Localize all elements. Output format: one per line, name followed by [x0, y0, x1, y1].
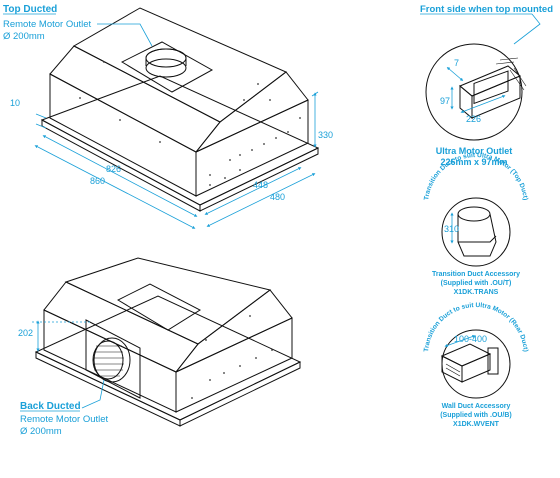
- top-unit-dimensions: 10 330 826 860 448 480: [10, 91, 333, 229]
- dim-wall-duct: 100-400: [454, 334, 487, 344]
- dim-outer-depth: 480: [270, 192, 285, 202]
- back-outlet-label: Remote Motor Outlet: [20, 414, 109, 425]
- top-ducted-hood: [40, 7, 320, 212]
- front-side-detail: 7 97 226: [425, 43, 527, 141]
- wall-arc-text: Transition Duct to suit Ultra Motor (Rea…: [423, 302, 529, 352]
- dim-outer-width: 860: [90, 176, 105, 186]
- dim-flange: 10: [10, 98, 20, 108]
- wall-caption-1: Wall Duct Accessory: [442, 403, 511, 410]
- front-caption-2: 226mm x 97mm: [440, 157, 507, 167]
- top-outlet-label: Remote Motor Outlet: [3, 19, 92, 30]
- wall-caption-3: X1DK.WVENT: [453, 421, 500, 428]
- back-ducted-title: Back Ducted: [20, 401, 81, 412]
- back-unit-dimensions: 202: [18, 320, 90, 352]
- wall-caption-2: (Supplied with .OU/B): [440, 412, 512, 419]
- back-outlet-size: Ø 200mm: [20, 426, 62, 437]
- top-outlet-size: Ø 200mm: [3, 31, 45, 42]
- transition-caption-3: X1DK.TRANS: [454, 289, 499, 296]
- dim-front-c: 226: [466, 114, 481, 124]
- top-ducted-title: Top Ducted: [3, 4, 57, 15]
- transition-duct-detail: 310: [441, 197, 511, 267]
- transition-caption-2: (Supplied with .OU/T): [441, 280, 512, 287]
- back-ducted-hood: [34, 257, 302, 427]
- front-side-title: Front side when top mounted: [420, 4, 553, 15]
- dim-front-b: 97: [440, 96, 450, 106]
- wall-arc-textpath: Transition Duct to suit Ultra Motor (Rea…: [423, 302, 529, 352]
- outlet-grille-lines: [93, 345, 124, 377]
- wall-duct-detail: 100-400: [440, 329, 511, 399]
- dim-inner-depth: 448: [253, 180, 268, 190]
- dim-transition: 310: [444, 224, 459, 234]
- transition-caption-1: Transition Duct Accessory: [432, 271, 520, 278]
- front-caption-1: Ultra Motor Outlet: [436, 146, 513, 156]
- dim-back-height: 202: [18, 328, 33, 338]
- dim-height: 330: [318, 130, 333, 140]
- dim-inner-width: 826: [106, 164, 121, 174]
- dim-front-a: 7: [454, 58, 459, 68]
